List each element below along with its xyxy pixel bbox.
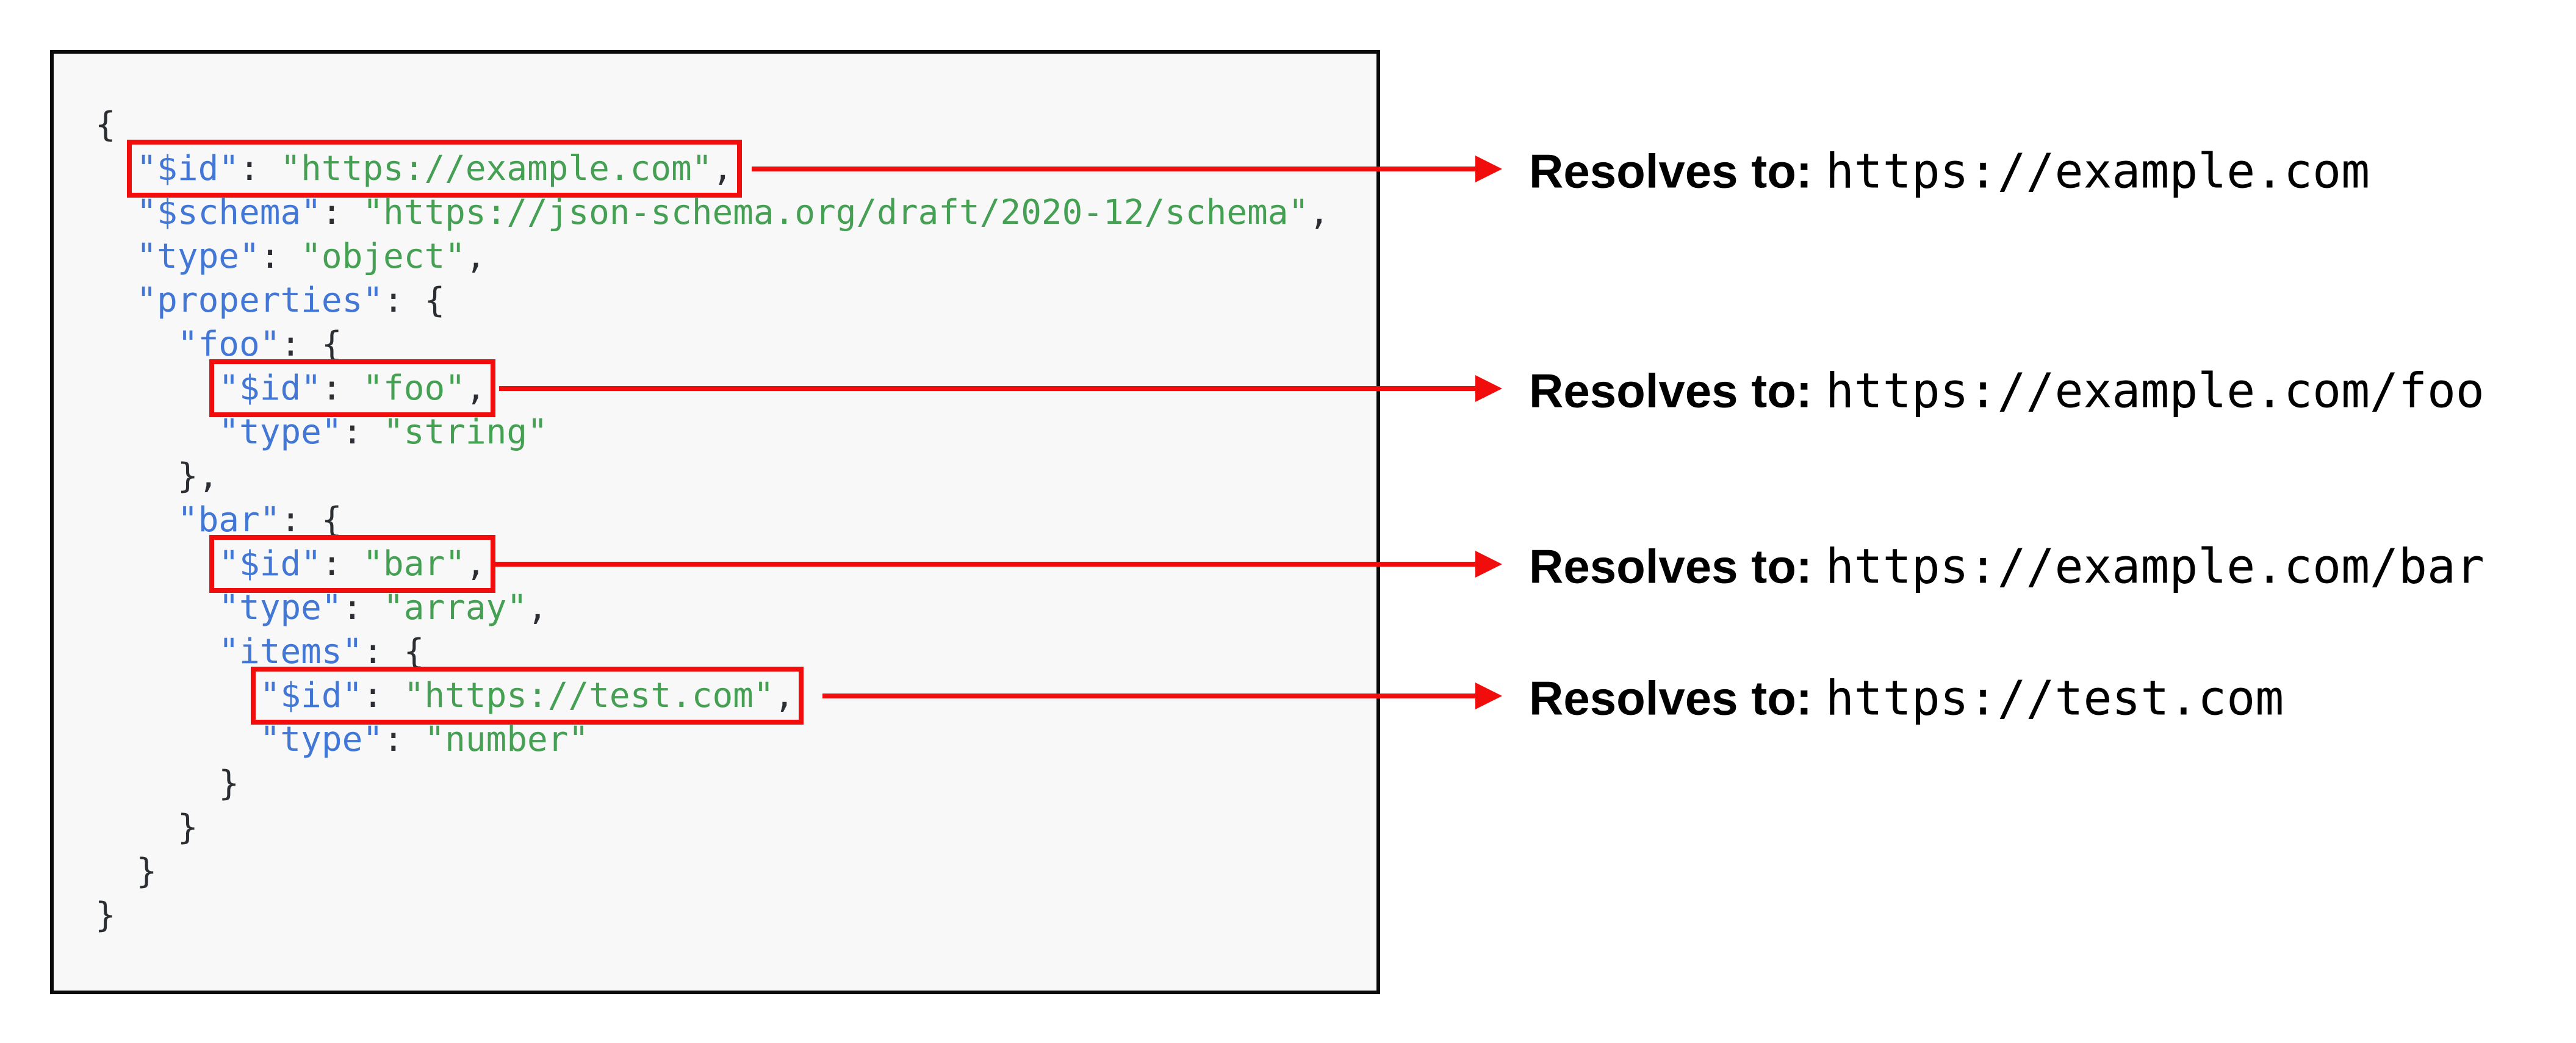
code-line: "bar": {: [95, 498, 1376, 542]
code-token-key: "$id": [136, 149, 240, 188]
code-token-pun: ,: [465, 368, 486, 408]
code-line: "type": "object",: [95, 235, 1376, 279]
highlight-box: "$id": "https://example.com",: [127, 140, 743, 198]
code-line: }: [95, 762, 1376, 806]
code-token-pun: :: [342, 588, 384, 628]
code-token-str: "https://json-schema.org/draft/2020-12/s…: [362, 193, 1309, 232]
code-token-str: "bar": [362, 544, 466, 584]
arrow-head-icon: [1475, 683, 1502, 709]
code-token-pun: }: [177, 808, 198, 847]
highlight-box: "$id": "foo",: [209, 359, 495, 417]
annotation-foo-id: Resolves to: https://example.com/foo: [1529, 367, 2484, 416]
code-token-str: "object": [301, 237, 466, 276]
code-token-str: "number": [424, 720, 589, 759]
code-token-pun: :: [383, 720, 425, 759]
code-line: "$id": "https://test.com",: [95, 667, 1376, 725]
code-token-pun: ,: [465, 544, 486, 584]
arrow-shaft: [492, 562, 1475, 567]
resolves-to-label: Resolves to:: [1529, 671, 1812, 725]
resolved-uri: https://example.com: [1825, 144, 2370, 199]
code-token-key: "type": [136, 237, 260, 276]
resolved-uri: https://example.com/bar: [1825, 539, 2484, 595]
code-line: "$id": "https://example.com",: [95, 140, 1376, 198]
code-token-pun: :: [342, 412, 384, 452]
code-token-key: "type": [218, 412, 342, 452]
code-line: "foo": {: [95, 323, 1376, 367]
code-token-pun: }: [136, 851, 157, 891]
code-token-key: "$id": [259, 676, 363, 715]
code-token-key: "$schema": [136, 193, 322, 232]
code-token-str: "https://example.com": [280, 149, 713, 188]
code-token-pun: ,: [1309, 193, 1329, 232]
code-token-pun: {: [95, 105, 116, 145]
arrow-head-icon: [1475, 551, 1502, 578]
resolves-to-label: Resolves to:: [1529, 364, 1812, 418]
arrow-head-icon: [1475, 156, 1502, 182]
code-line: "type": "string": [95, 410, 1376, 454]
code-line: "$id": "bar",: [95, 535, 1376, 593]
code-token-key: "type": [218, 588, 342, 628]
arrow-shaft: [499, 386, 1475, 391]
code-token-str: "string": [383, 412, 548, 452]
arrow-shaft: [752, 167, 1475, 171]
code-token-str: "array": [383, 588, 528, 628]
annotation-test-id: Resolves to: https://test.com: [1529, 674, 2284, 723]
code-token-pun: :: [321, 193, 363, 232]
code-token-key: "bar": [177, 500, 281, 540]
code-token-pun: : {: [280, 500, 342, 540]
code-token-pun: : {: [362, 632, 425, 672]
code-token-key: "foo": [177, 324, 281, 364]
code-token-pun: :: [362, 676, 404, 715]
code-line: }: [95, 806, 1376, 850]
code-token-key: "items": [218, 632, 363, 672]
code-token-pun: ,: [527, 588, 548, 628]
code-token-pun: ,: [774, 676, 795, 715]
code-token-str: "https://test.com": [403, 676, 774, 715]
resolved-uri: https://example.com/foo: [1825, 364, 2484, 419]
resolved-uri: https://test.com: [1825, 671, 2284, 726]
code-line: "type": "array",: [95, 586, 1376, 630]
code-token-key: "$id": [218, 544, 322, 584]
code-line: }: [95, 850, 1376, 894]
code-token-pun: }: [95, 895, 116, 935]
code-token-pun: :: [321, 544, 363, 584]
code-line: "type": "number": [95, 718, 1376, 762]
code-token-str: "foo": [362, 368, 466, 408]
highlight-box: "$id": "bar",: [209, 535, 495, 593]
code-token-key: "properties": [136, 281, 384, 320]
code-token-pun: :: [321, 368, 363, 408]
code-token-pun: },: [177, 456, 219, 496]
code-token-pun: ,: [465, 237, 486, 276]
json-schema-code-panel: { "$id": "https://example.com", "$schema…: [50, 50, 1380, 994]
code-line: {: [95, 103, 1376, 147]
code-line: }: [95, 894, 1376, 937]
highlight-box: "$id": "https://test.com",: [250, 667, 804, 725]
annotation-bar-id: Resolves to: https://example.com/bar: [1529, 542, 2484, 592]
code-token-pun: }: [218, 764, 240, 803]
code-token-key: "type": [259, 720, 384, 759]
code-line: "items": {: [95, 630, 1376, 674]
code-token-key: "$id": [218, 368, 322, 408]
code-token-pun: : {: [383, 281, 445, 320]
code-token-pun: :: [259, 237, 301, 276]
code-token-pun: : {: [280, 324, 342, 364]
code-line: "properties": {: [95, 279, 1376, 323]
code-line: },: [95, 454, 1376, 498]
resolves-to-label: Resolves to:: [1529, 144, 1812, 198]
code-line: "$schema": "https://json-schema.org/draf…: [95, 191, 1376, 235]
arrow-shaft: [822, 694, 1475, 698]
code-token-pun: :: [239, 149, 281, 188]
resolves-to-label: Resolves to:: [1529, 539, 1812, 593]
code-line: "$id": "foo",: [95, 359, 1376, 417]
code-token-pun: ,: [712, 149, 733, 188]
arrow-head-icon: [1475, 375, 1502, 402]
code-block: { "$id": "https://example.com", "$schema…: [54, 54, 1376, 937]
annotation-root-id: Resolves to: https://example.com: [1529, 147, 2370, 196]
